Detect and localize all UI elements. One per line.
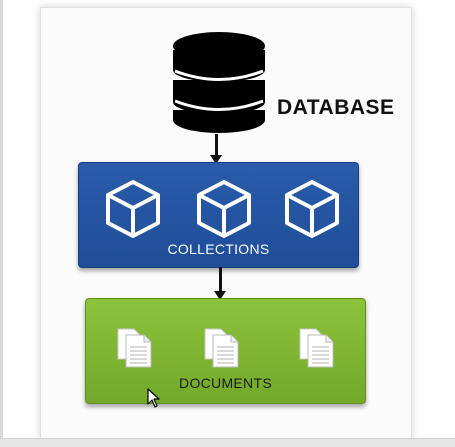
document-stack-icon [299, 328, 334, 368]
collections-box: COLLECTIONS [78, 162, 359, 268]
document-stack-icon [117, 328, 152, 368]
arrow-collections-to-documents [213, 267, 227, 300]
cube-icon [197, 180, 251, 238]
documents-box: DOCUMENTS [85, 298, 366, 404]
window-edge [0, 0, 3, 438]
bottom-strip [0, 438, 455, 447]
database-icon [173, 32, 265, 133]
cube-icon [285, 180, 339, 238]
document-stack-icon [204, 328, 239, 368]
cube-icon [106, 180, 160, 238]
documents-label: DOCUMENTS [179, 375, 272, 391]
database-label: DATABASE [277, 96, 395, 119]
mouse-pointer-icon [147, 388, 160, 408]
collections-label: COLLECTIONS [167, 241, 270, 257]
arrow-database-to-collections [209, 134, 223, 164]
